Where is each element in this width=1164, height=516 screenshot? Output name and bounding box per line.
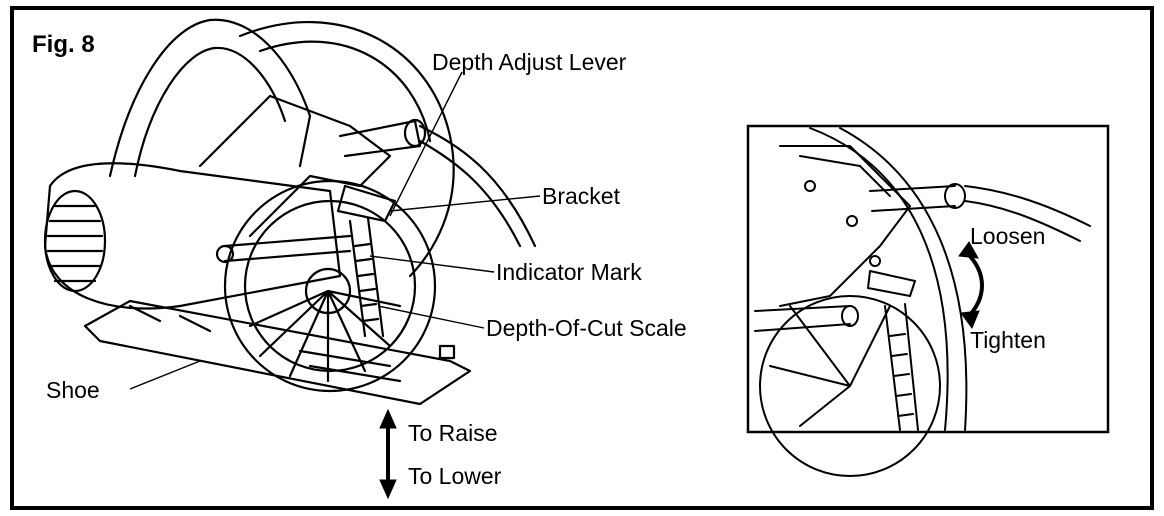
label-to-raise: To Raise bbox=[408, 420, 497, 446]
figure-canvas: Fig. 8 Depth Adjust Lever Bracket Indica… bbox=[10, 6, 1154, 510]
label-shoe: Shoe bbox=[46, 377, 100, 403]
saw-shoe bbox=[83, 299, 472, 406]
inset-panel: Loosen Tighten bbox=[746, 124, 1110, 477]
figure-label: Fig. 8 bbox=[32, 31, 95, 58]
saw-bracket bbox=[336, 184, 397, 223]
motor-vent-grille bbox=[43, 189, 107, 293]
figure-border bbox=[10, 6, 1154, 510]
inset-label-tighten: Tighten bbox=[970, 327, 1046, 353]
raise-lower-arrow-icon bbox=[379, 408, 397, 500]
saw-handle bbox=[108, 18, 312, 178]
leader-lines bbox=[129, 71, 541, 390]
depth-adjust-lever bbox=[338, 119, 422, 158]
depth-of-cut-scale bbox=[348, 216, 385, 338]
blade-guard bbox=[238, 21, 455, 278]
label-depth-of-cut-scale: Depth-Of-Cut Scale bbox=[486, 315, 687, 341]
inset-label-loosen: Loosen bbox=[970, 223, 1045, 249]
label-bracket: Bracket bbox=[542, 183, 621, 209]
label-to-lower: To Lower bbox=[408, 463, 502, 489]
circular-saw-illustration bbox=[43, 18, 537, 406]
loosen-tighten-arrow-icon bbox=[958, 241, 984, 330]
label-depth-adjust-lever: Depth Adjust Lever bbox=[432, 49, 627, 75]
saw-blade bbox=[223, 179, 437, 393]
label-indicator-mark: Indicator Mark bbox=[496, 259, 642, 285]
